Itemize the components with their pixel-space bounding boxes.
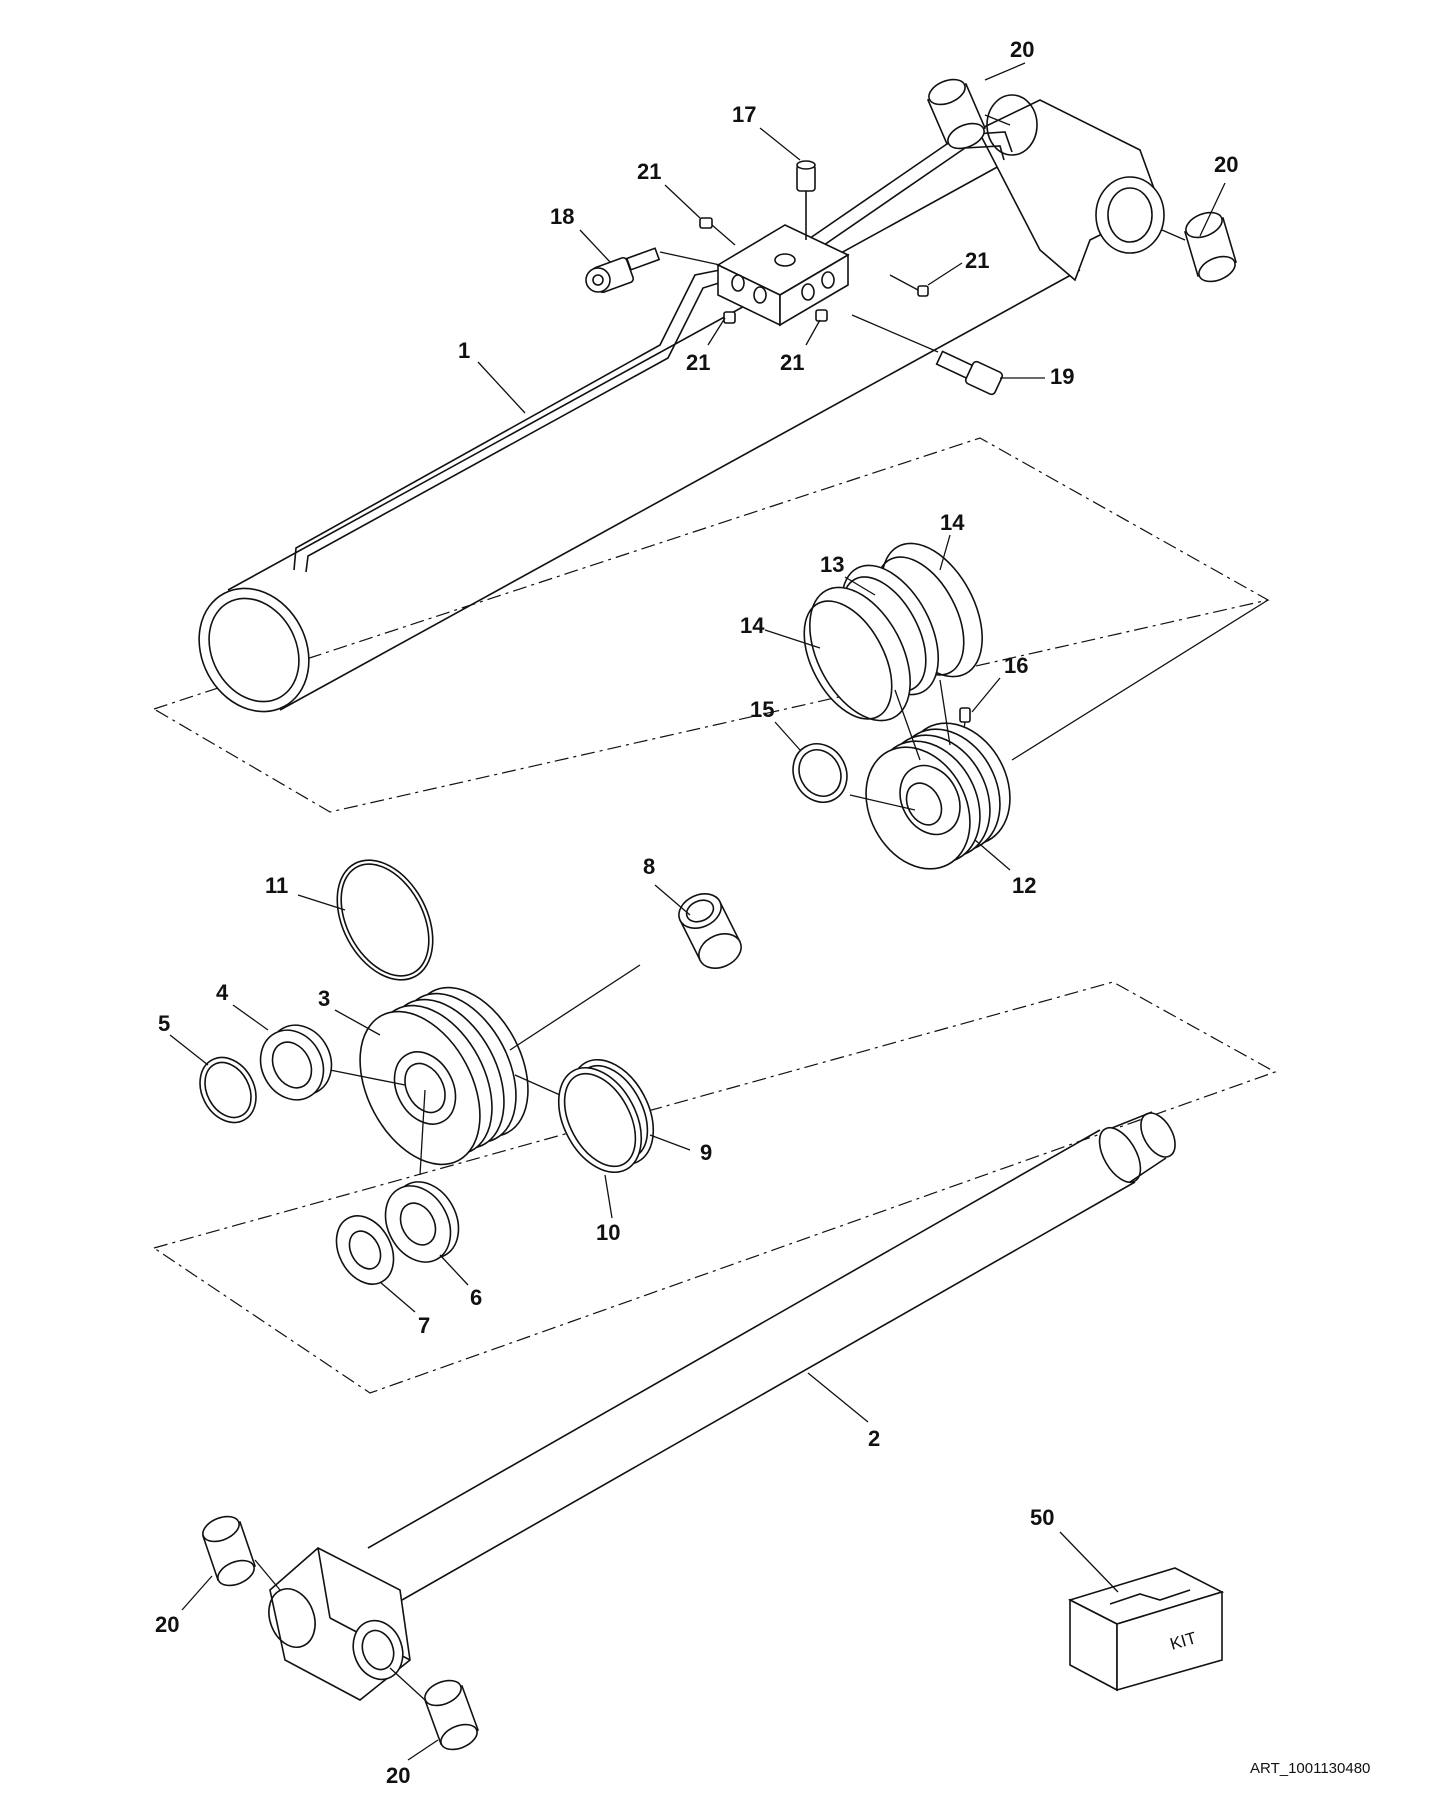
callout-21: 21 (637, 159, 661, 184)
callout-13: 13 (820, 552, 844, 577)
callout-20: 20 (386, 1763, 410, 1788)
seal-part-10 (557, 1066, 643, 1174)
callout-19: 19 (1050, 364, 1074, 389)
fitting-part-17 (796, 160, 816, 240)
cylinder-barrel-part-1 (198, 94, 1165, 713)
callout-1: 1 (458, 338, 470, 363)
rod-gland-part-3 (329, 964, 641, 1176)
callout-21: 21 (965, 248, 989, 273)
callout-20: 20 (1010, 37, 1034, 62)
callout-12: 12 (1012, 873, 1036, 898)
callout-16: 16 (1004, 653, 1028, 678)
leader-lines (169, 62, 1226, 1761)
callout-7: 7 (418, 1313, 430, 1338)
callout-11: 11 (265, 873, 288, 898)
callout-2: 2 (868, 1426, 880, 1451)
piston-rod-part-2 (268, 1111, 1176, 1701)
callout-50: 50 (1030, 1505, 1054, 1530)
callout-5: 5 (158, 1011, 170, 1036)
plug-part-19 (851, 314, 1004, 396)
callout-14: 14 (940, 510, 965, 535)
callout-20: 20 (155, 1612, 179, 1637)
callout-8: 8 (643, 854, 655, 879)
callout-15: 15 (750, 697, 774, 722)
rod-internal-group-boundary (152, 981, 1277, 1394)
o-ring-part-15 (792, 743, 848, 803)
snap-ring-part-5 (199, 1056, 257, 1124)
callout-21: 21 (780, 350, 804, 375)
wiper-part-4 (259, 1024, 333, 1101)
o-ring-part-11 (336, 859, 434, 981)
callout-20: 20 (1214, 152, 1238, 177)
callout-21: 21 (686, 350, 710, 375)
bushing-part-20-lower-left (201, 1515, 281, 1591)
barrel-internal-group-boundary (152, 437, 1270, 813)
callout-labels: 20 20 17 21 18 21 21 21 19 1 14 13 14 16… (155, 37, 1238, 1788)
sensor-part-18 (585, 247, 721, 294)
plugs-part-21 (699, 217, 929, 324)
callout-10: 10 (596, 1220, 620, 1245)
callout-6: 6 (470, 1285, 482, 1310)
callout-9: 9 (700, 1140, 712, 1165)
washer-part-7 (335, 1215, 395, 1285)
bushing-part-20-upper-left (926, 78, 1011, 150)
kit-box-part-50: KIT (1067, 1567, 1225, 1692)
callout-14: 14 (740, 613, 765, 638)
bushing-part-20-upper-right (1161, 211, 1237, 283)
callout-3: 3 (318, 986, 330, 1011)
bushing-part-20-lower-right (389, 1667, 480, 1751)
rod-seal-part-6 (384, 1181, 460, 1263)
callout-17: 17 (732, 102, 756, 127)
spacer-part-8 (678, 893, 742, 969)
art-number: ART_1001130480 (1250, 1760, 1370, 1777)
callout-4: 4 (216, 980, 229, 1005)
valve-block (716, 224, 850, 327)
callout-18: 18 (550, 204, 574, 229)
piston-part-12 (849, 599, 1269, 870)
wear-ring-part-14-front (803, 586, 911, 722)
